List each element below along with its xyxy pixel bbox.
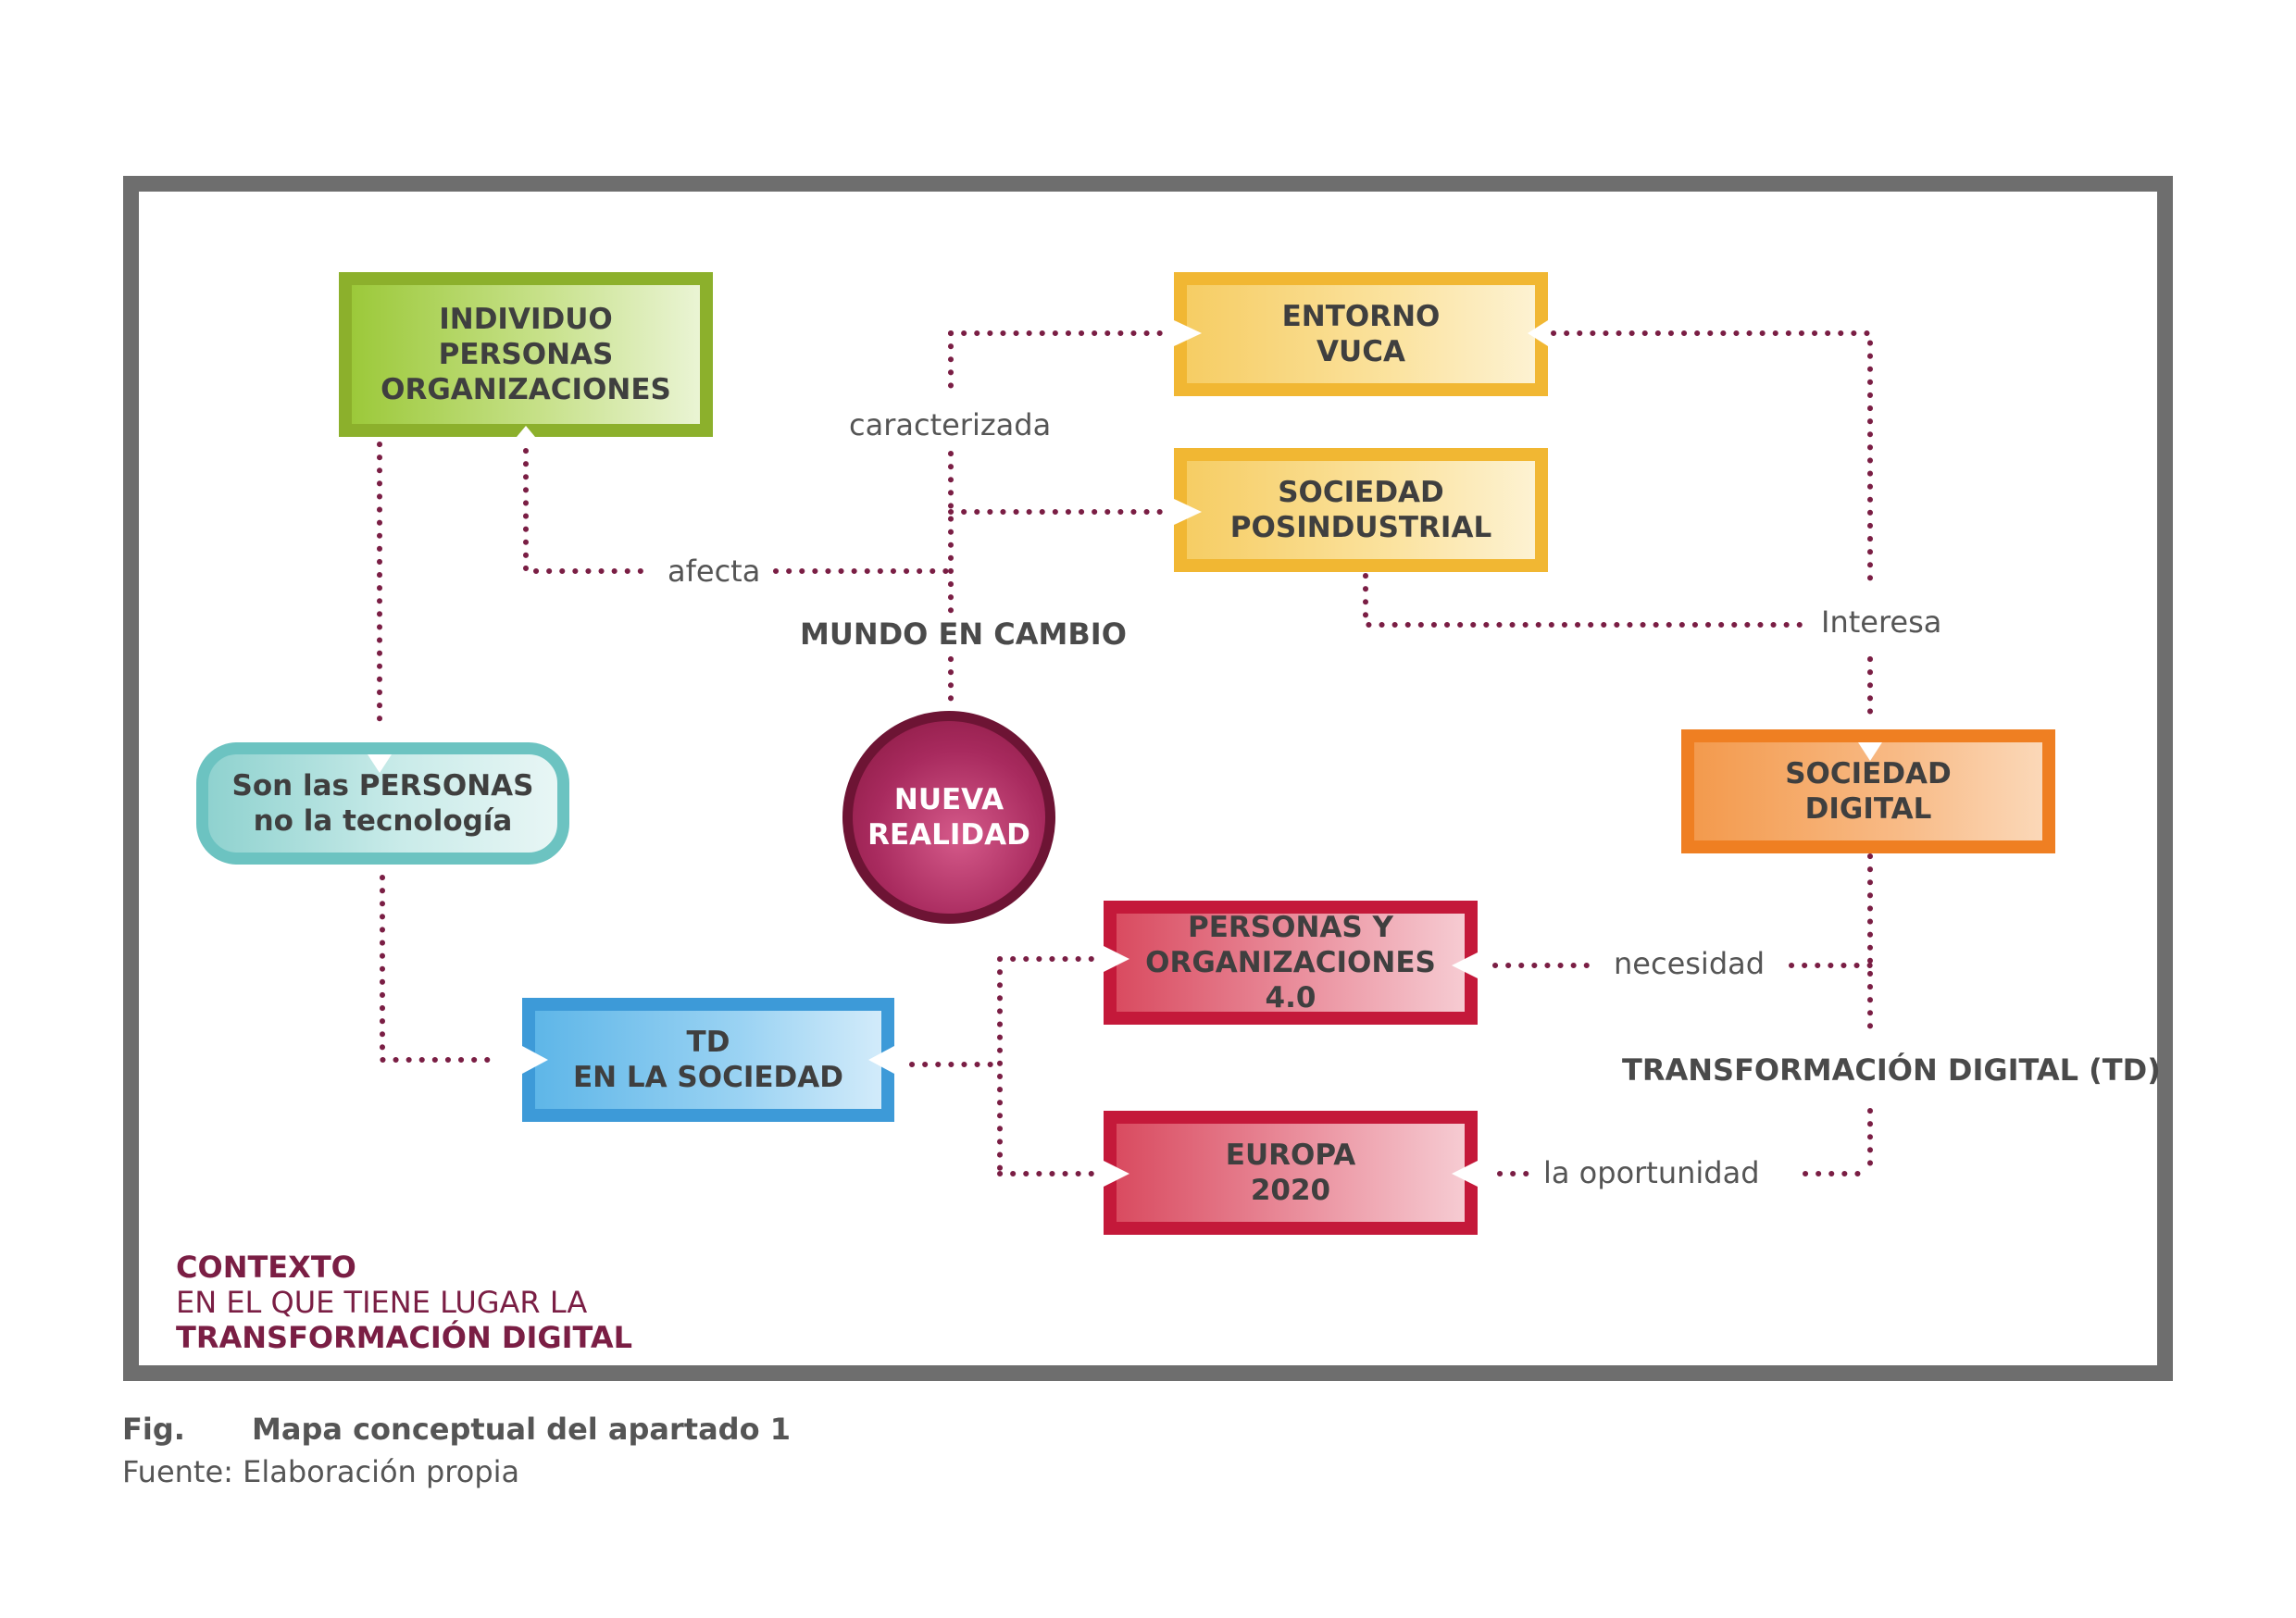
connector-personas-td <box>380 875 503 1063</box>
context-title: CONTEXTO <box>176 1250 356 1285</box>
node-nueva-realidad-label: NUEVA REALIDAD <box>867 783 1030 852</box>
node-europa-2020: EUROPA 2020 <box>1104 1111 1478 1235</box>
figure-caption: Fig. Mapa conceptual del apartado 1 Fuent… <box>122 1408 791 1493</box>
caption-source: Fuente: Elaboración propia <box>122 1454 520 1489</box>
dotted-connectors <box>377 330 1873 1176</box>
node-europa-label: EUROPA 2020 <box>1225 1139 1356 1207</box>
connector-afecta-left <box>523 448 651 574</box>
node-entorno-label: ENTORNO VUCA <box>1281 300 1441 368</box>
node-td-sociedad-label: TD EN LA SOCIEDAD <box>572 1026 844 1094</box>
caption-tag: Fig. <box>122 1412 185 1447</box>
caption-title-row: Fig. Mapa conceptual del apartado 1 <box>122 1408 791 1450</box>
hub-label-transformacion-digital: TRANSFORMACIÓN DIGITAL (TD) <box>1622 1052 2161 1088</box>
node-td-en-la-sociedad: TD EN LA SOCIEDAD <box>522 998 894 1122</box>
node-personas-org-label: PERSONAS Y ORGANIZACIONES 4.0 <box>1145 911 1436 1014</box>
node-son-las-personas: Son las PERSONAS no la tecnología <box>196 742 569 865</box>
node-entorno-vuca: ENTORNO VUCA <box>1174 272 1548 396</box>
node-personas-label: Son las PERSONAS no la tecnología <box>231 769 534 838</box>
edge-label-interesa: Interesa <box>1821 604 1942 640</box>
caption-title: Mapa conceptual del apartado 1 <box>252 1412 791 1447</box>
connector-posindustrial-interesa <box>1363 573 1808 628</box>
node-sociedad-digital: SOCIEDAD DIGITAL <box>1681 729 2055 853</box>
node-individuo-label: INDIVIDUO PERSONAS ORGANIZACIONES <box>381 303 671 406</box>
node-sociedad-posindustrial: SOCIEDAD POSINDUSTRIAL <box>1174 448 1548 572</box>
node-personas-organizaciones: PERSONAS Y ORGANIZACIONES 4.0 <box>1104 901 1478 1025</box>
context-topic: TRANSFORMACIÓN DIGITAL <box>176 1320 633 1355</box>
context-subtitle: EN EL QUE TIENE LUGAR LA <box>176 1285 588 1320</box>
connector-entorno-right <box>1551 330 1873 586</box>
node-sociedad-digital-label: SOCIEDAD DIGITAL <box>1785 757 1952 826</box>
node-individuo: INDIVIDUO PERSONAS ORGANIZACIONES <box>339 272 713 437</box>
hub-label-mundo-en-cambio: MUNDO EN CAMBIO <box>800 616 1127 652</box>
connector-td-branch <box>909 956 1104 1176</box>
node-posindustrial-label: SOCIEDAD POSINDUSTRIAL <box>1229 476 1492 544</box>
edge-label-necesidad: necesidad <box>1614 946 1766 981</box>
edge-label-afecta: afecta <box>668 554 761 589</box>
edge-label-la-oportunidad: la oportunidad <box>1543 1155 1760 1190</box>
context-note: CONTEXTO EN EL QUE TIENE LUGAR LA TRANSF… <box>176 1250 632 1355</box>
edge-label-caracterizada: caracterizada <box>849 407 1052 442</box>
node-nueva-realidad: NUEVA REALIDAD <box>842 711 1055 924</box>
